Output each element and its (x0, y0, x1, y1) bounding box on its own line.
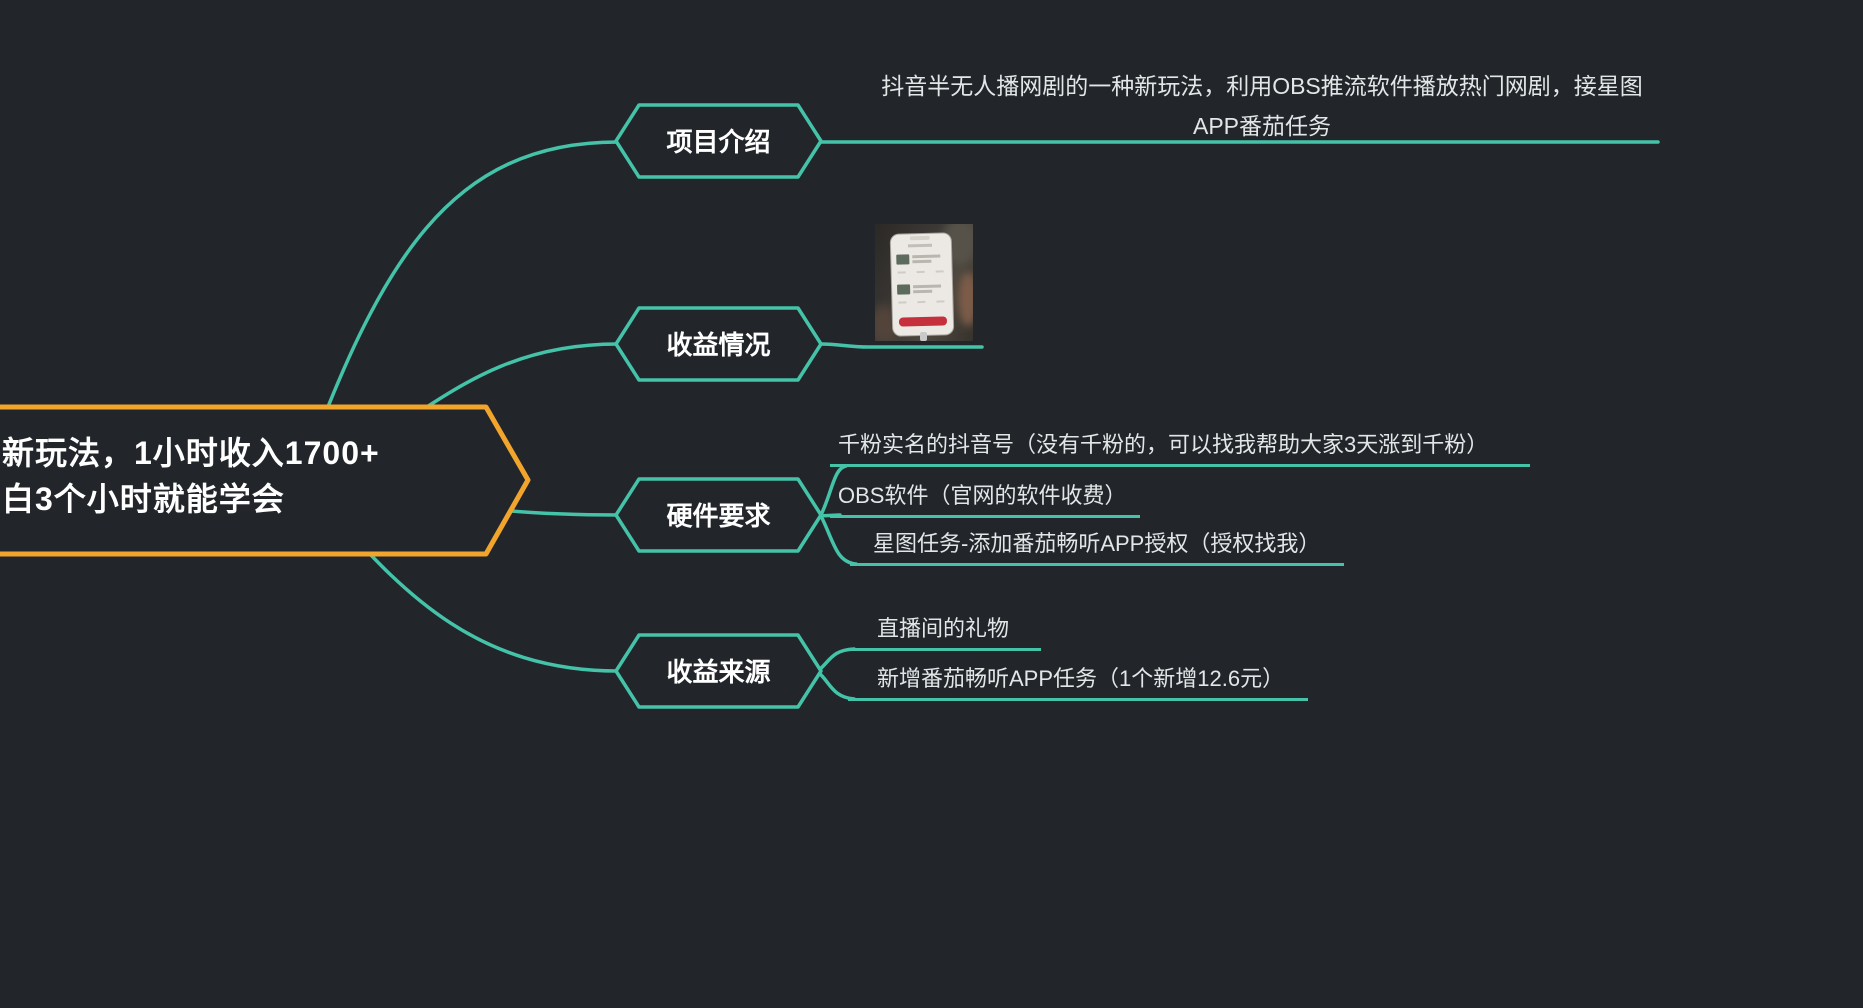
leaf-obs-software-requirement[interactable]: OBS软件（官网的软件收费） (830, 484, 1141, 518)
root-topic-shape[interactable] (0, 404, 531, 557)
phone-list-meta-1a (897, 271, 906, 274)
root-topic[interactable]: 新玩法，1小时收入1700+ 白3个小时就能学会 (2, 430, 380, 522)
connector-hardware-child3 (819, 514, 858, 566)
branch-shape-revenue-source[interactable] (614, 633, 823, 709)
leaf-project-description[interactable]: 抖音半无人播网剧的一种新玩法，利用OBS推流软件播放热门网剧，接星图APP番茄任… (881, 73, 1643, 139)
earnings-photo[interactable] (875, 224, 973, 341)
phone-list-line-2a (913, 284, 942, 289)
phone-list-meta-2a (898, 301, 907, 304)
leaf-live-room-gifts[interactable]: 直播间的礼物 (848, 617, 1042, 651)
root-topic-line1: 新玩法，1小时收入1700+ (2, 435, 380, 471)
phone-list-meta-2c (936, 300, 945, 303)
branch-shape-project-intro[interactable] (614, 103, 823, 179)
phone-header-bar (907, 243, 933, 248)
leaf-xingtu-task-requirement[interactable]: 星图任务-添加番茄畅听APP授权（授权找我） (850, 532, 1345, 566)
phone-list-line-1a (912, 254, 941, 259)
phone-red-button (898, 316, 948, 327)
branch-revenue-source[interactable]: 收益来源 (666, 657, 771, 687)
photo-hand (958, 272, 973, 326)
phone-list-thumb-2 (896, 284, 911, 295)
phone-list-line-2b (913, 289, 933, 294)
connector-root-to-project-intro (298, 140, 620, 482)
connector-hardware-child1 (819, 464, 848, 517)
phone-list-line-1b (912, 259, 932, 264)
phone-list-meta-2b (917, 300, 926, 304)
phone-notch (909, 235, 930, 241)
branch-hardware-requirements[interactable]: 硬件要求 (666, 501, 771, 531)
phone-list-meta-1c (935, 270, 944, 273)
leaf-tomato-app-task-income[interactable]: 新增番茄畅听APP任务（1个新增12.6元） (848, 667, 1309, 701)
branch-project-intro[interactable]: 项目介绍 (666, 127, 771, 157)
root-topic-line2: 白3个小时就能学会 (2, 481, 285, 517)
underline-earnings-photo (819, 342, 984, 349)
branch-revenue-status[interactable]: 收益情况 (666, 330, 771, 360)
photo-phone (889, 232, 955, 337)
branch-shape-hardware[interactable] (614, 477, 823, 553)
branch-shape-revenue-status[interactable] (614, 306, 823, 382)
phone-list-meta-1b (916, 270, 925, 274)
phone-list-thumb-1 (896, 254, 910, 265)
photo-cable (920, 332, 927, 341)
leaf-douyin-account-requirement[interactable]: 千粉实名的抖音号（没有千粉的，可以找我帮助大家3天涨到千粉） (830, 433, 1531, 467)
